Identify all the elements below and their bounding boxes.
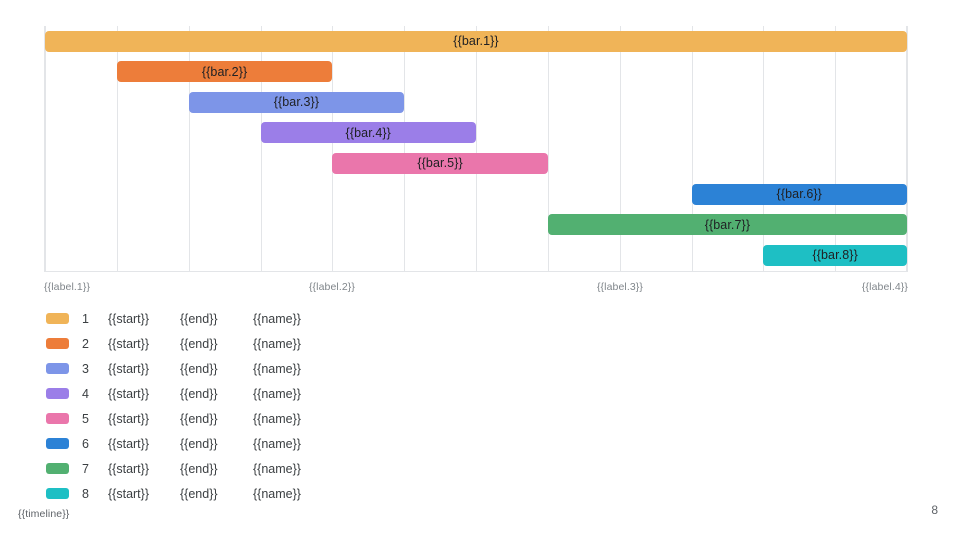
legend-color-swatch bbox=[46, 363, 69, 374]
legend-end: {{end}} bbox=[180, 311, 218, 326]
legend-row[interactable]: 5 {{start}} {{end}} {{name}} bbox=[46, 406, 466, 431]
legend-color-swatch bbox=[46, 413, 69, 424]
legend-name: {{name}} bbox=[253, 361, 301, 376]
legend-name: {{name}} bbox=[253, 461, 301, 476]
gantt-bar-7[interactable]: {{bar.7}} bbox=[547, 214, 907, 236]
legend-name: {{name}} bbox=[253, 336, 301, 351]
gantt-bar-4[interactable]: {{bar.4}} bbox=[260, 122, 476, 144]
gantt-bar-label: {{bar.1}} bbox=[453, 34, 499, 48]
legend-color-swatch bbox=[46, 488, 69, 499]
legend-name: {{name}} bbox=[253, 411, 301, 426]
legend-color-swatch bbox=[46, 388, 69, 399]
gantt-bar-label: {{bar.7}} bbox=[704, 217, 751, 232]
legend-name: {{name}} bbox=[253, 386, 301, 401]
gantt-bar-5[interactable]: {{bar.5}} bbox=[332, 152, 548, 174]
legend-start: {{start}} bbox=[108, 461, 150, 476]
gantt-bar-label: {{bar.3}} bbox=[273, 95, 320, 110]
gantt-bar-6[interactable]: {{bar.6}} bbox=[691, 183, 907, 205]
legend-end: {{end}} bbox=[180, 336, 218, 351]
legend-index: 1 bbox=[82, 311, 89, 326]
gantt-bar-1[interactable]: {{bar.1}} bbox=[45, 30, 907, 52]
axis-label-4: {{label.4}} bbox=[861, 281, 908, 293]
legend-end: {{end}} bbox=[180, 486, 218, 501]
legend-index: 7 bbox=[82, 461, 89, 476]
legend-end: {{end}} bbox=[180, 436, 218, 451]
gantt-bar-2[interactable]: {{bar.2}} bbox=[116, 61, 333, 83]
gantt-bar-8[interactable]: {{bar.8}} bbox=[763, 244, 907, 266]
gantt-chart-plot: {{bar.1}} {{bar.2}} {{bar.3}} {{bar.4}} {{ba… bbox=[44, 26, 908, 272]
legend-start: {{start}} bbox=[108, 486, 150, 501]
chart-axis-labels: {{label.1}} {{label.2}} {{label.3}} {{label… bbox=[44, 281, 908, 297]
legend-start: {{start}} bbox=[108, 436, 150, 451]
axis-label-3: {{label.3}} bbox=[596, 281, 644, 293]
gantt-bar-label: {{bar.8}} bbox=[812, 248, 858, 263]
legend-index: 6 bbox=[82, 436, 89, 451]
legend-row[interactable]: 2 {{start}} {{end}} {{name}} bbox=[46, 331, 466, 356]
gantt-bar-3[interactable]: {{bar.3}} bbox=[188, 91, 405, 113]
legend-color-swatch bbox=[46, 338, 69, 349]
legend-color-swatch bbox=[46, 438, 69, 449]
legend-index: 4 bbox=[82, 386, 89, 401]
legend-row[interactable]: 1 {{start}} {{end}} {{name}} bbox=[46, 306, 466, 331]
legend-index: 5 bbox=[82, 411, 89, 426]
legend-index: 2 bbox=[82, 336, 89, 351]
legend-start: {{start}} bbox=[108, 311, 150, 326]
axis-label-1: {{label.1}} bbox=[44, 281, 91, 293]
legend-end: {{end}} bbox=[180, 361, 218, 376]
legend-start: {{start}} bbox=[108, 411, 150, 426]
gantt-bar-label: {{bar.2}} bbox=[201, 64, 248, 79]
axis-label-2: {{label.2}} bbox=[308, 281, 356, 293]
legend-name: {{name}} bbox=[253, 486, 301, 501]
gantt-legend-table: 1 {{start}} {{end}} {{name}} 2 {{start}} {{end… bbox=[46, 306, 466, 506]
gantt-bar-label: {{bar.5}} bbox=[417, 156, 463, 171]
legend-name: {{name}} bbox=[253, 311, 301, 326]
legend-start: {{start}} bbox=[108, 361, 150, 376]
legend-name: {{name}} bbox=[253, 436, 301, 451]
legend-end: {{end}} bbox=[180, 461, 218, 476]
footer-page-number: 8 bbox=[931, 503, 938, 517]
legend-row[interactable]: 8 {{start}} {{end}} {{name}} bbox=[46, 481, 466, 506]
legend-row[interactable]: 7 {{start}} {{end}} {{name}} bbox=[46, 456, 466, 481]
legend-row[interactable]: 6 {{start}} {{end}} {{name}} bbox=[46, 431, 466, 456]
legend-index: 8 bbox=[82, 486, 89, 501]
legend-end: {{end}} bbox=[180, 386, 218, 401]
legend-start: {{start}} bbox=[108, 336, 150, 351]
gantt-bar-label: {{bar.4}} bbox=[345, 125, 391, 140]
legend-color-swatch bbox=[46, 313, 69, 324]
legend-row[interactable]: 3 {{start}} {{end}} {{name}} bbox=[46, 356, 466, 381]
legend-color-swatch bbox=[46, 463, 69, 474]
footer-timeline-label: {{timeline}} bbox=[18, 508, 70, 520]
legend-row[interactable]: 4 {{start}} {{end}} {{name}} bbox=[46, 381, 466, 406]
legend-index: 3 bbox=[82, 361, 89, 376]
gantt-bar-label: {{bar.6}} bbox=[776, 187, 822, 201]
legend-end: {{end}} bbox=[180, 411, 218, 426]
gantt-bars: {{bar.1}} {{bar.2}} {{bar.3}} {{bar.4}} {{ba… bbox=[45, 26, 907, 271]
legend-start: {{start}} bbox=[108, 386, 150, 401]
